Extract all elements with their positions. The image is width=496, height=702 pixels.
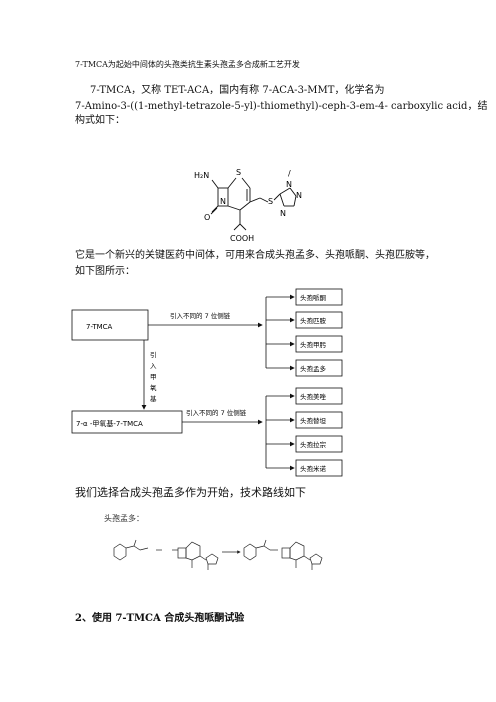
target-label-cefbuperazone: 头孢拉宗 — [300, 440, 327, 449]
target-label-cefpiramide: 头孢匹胺 — [300, 316, 327, 325]
top-source-label: 7-TMCA — [86, 323, 113, 331]
target-box — [295, 311, 343, 329]
dihydrothiazine-ring — [185, 541, 201, 561]
vertical-label-char: 氧 — [150, 383, 157, 392]
cefamandole-reaction-scheme — [113, 539, 323, 570]
target-label-cefamandole: 头孢孟多 — [300, 364, 327, 373]
7-tmca-structure: H₂N S N O COOH S N N N / — [194, 168, 302, 243]
beta-lactam-ring — [177, 547, 187, 559]
dihydrothiazine-ring — [289, 541, 305, 561]
section-2-heading: 2、使用 7-TMCA 合成头孢哌酮试验 — [75, 613, 245, 624]
ring-nitrogen-label: N — [220, 197, 226, 206]
benzene-ring — [243, 543, 257, 561]
route-caption: 头孢孟多： — [104, 514, 144, 523]
target-box — [295, 435, 343, 453]
page-header-title: 7-TMCA为起始中间体的头孢类抗生素头孢孟多合成新工艺开发 — [75, 60, 300, 69]
target-box — [295, 411, 343, 429]
target-box — [295, 359, 343, 377]
target-box — [295, 387, 343, 405]
target-label-cefminox: 头孢米诺 — [300, 464, 327, 473]
tetrazole-n3-label: N — [280, 209, 286, 218]
beta-lactam-ring — [281, 547, 291, 559]
target-label-cefmenoxime: 头孢甲肟 — [300, 340, 327, 349]
bottom-source-label: 7-α -甲氧基-7-TMCA — [76, 419, 143, 428]
synthesis-flow-diagram: 7-TMCA 7-α -甲氧基-7-TMCA 引入不同的 7 位侧链 引入不同的… — [71, 288, 343, 477]
vertical-label-char: 入 — [150, 362, 157, 370]
intro-line-3: 构式如下： — [75, 115, 125, 126]
intro-line-1: 7-TMCA，又称 TET-ACA，国内有称 7-ACA-3-MMT，化学名为 — [90, 85, 385, 96]
carbonyl-oxygen-label: O — [204, 213, 210, 222]
methyl-bond-label: / — [288, 169, 291, 178]
benzene-ring — [113, 543, 127, 561]
route-intro: 我们选择合成头孢孟多作为开始，技术路线如下 — [75, 486, 306, 499]
vertical-label-char: 引 — [150, 350, 157, 359]
vertical-label-char: 基 — [150, 394, 157, 403]
cooh-label: COOH — [230, 234, 254, 243]
tetrazole-ring — [205, 553, 219, 565]
top-arrow-label: 引入不同的 7 位侧链 — [170, 311, 231, 320]
target-label-cefoperazone: 头孢哌酮 — [300, 293, 327, 302]
target-label-cefmetazole: 头孢美唑 — [300, 392, 327, 401]
tetrazole-ring — [309, 553, 323, 565]
amine-label: H₂N — [194, 171, 209, 180]
target-label-cefotetan: 头孢替坦 — [300, 416, 327, 425]
ring-sulfur-label: S — [236, 168, 241, 177]
target-box — [295, 288, 343, 306]
target-box — [295, 459, 343, 477]
bottom-arrow-label: 引入不同的 7 位侧链 — [186, 408, 247, 417]
target-box — [295, 335, 343, 353]
vertical-label-char: 甲 — [150, 373, 157, 381]
intro-line-2: 7-Amino-3-((1-methyl-tetrazole-5-yl)-thi… — [75, 101, 488, 112]
para2-line-2: 如下图所示： — [75, 266, 135, 277]
para2-line-1: 它是一个新兴的关键医药中间体，可用来合成头孢孟多、头孢哌酮、头孢匹胺等， — [75, 250, 435, 261]
tetrazole-n2-label: N — [296, 191, 302, 200]
tetrazole-n1-label: N — [286, 180, 292, 189]
thioether-sulfur-label: S — [268, 197, 273, 206]
